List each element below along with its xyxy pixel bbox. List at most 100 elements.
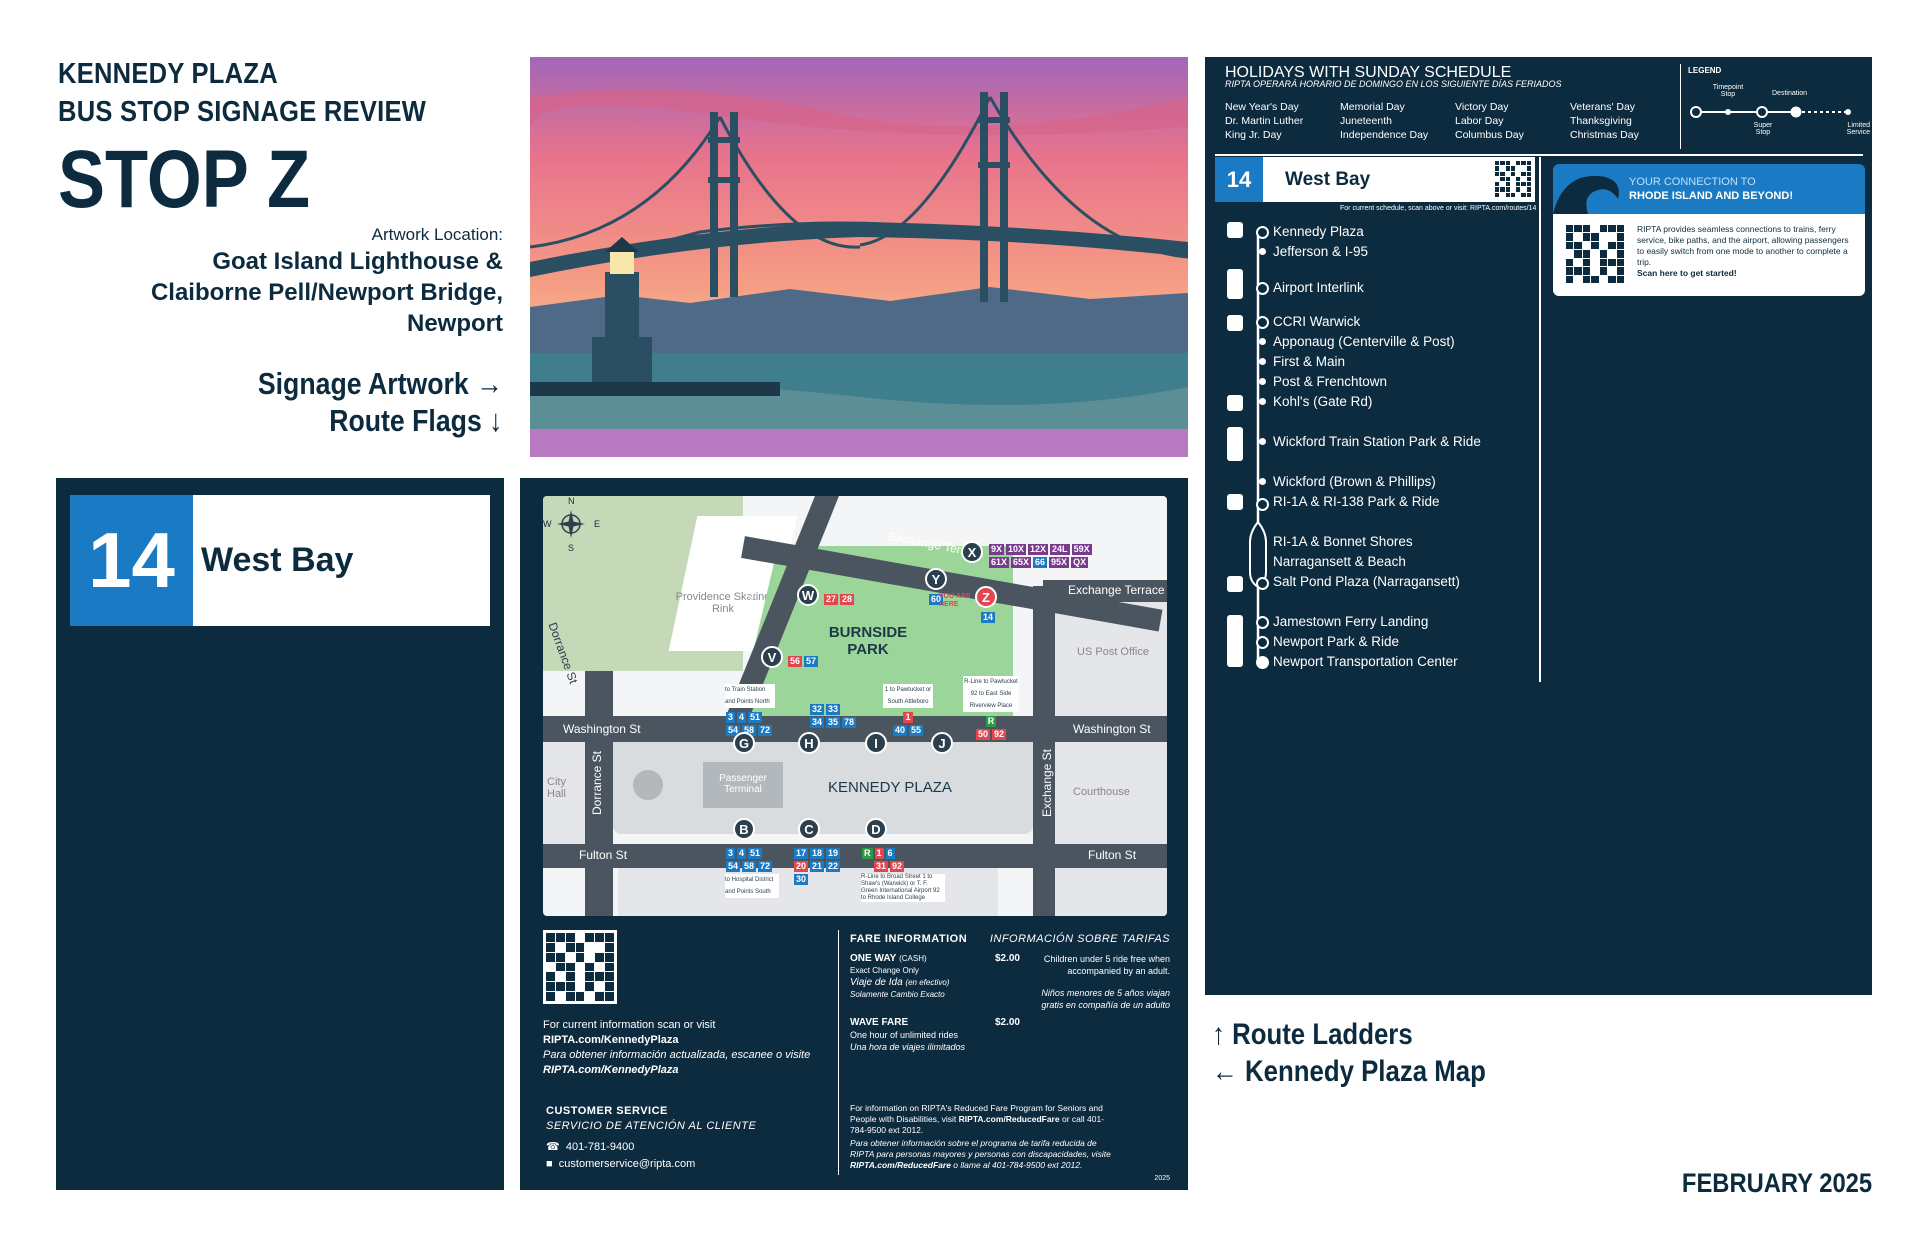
legend-divider [1680, 64, 1681, 149]
connection-card: RIPTA provides seamless connections to t… [1553, 214, 1865, 296]
scan-url-es[interactable]: RIPTA.com/KennedyPlaza [543, 1064, 679, 1076]
schedule-rule [1215, 154, 1863, 156]
stop-w[interactable]: W [797, 584, 819, 606]
wave-desc-es: Una hora de viajes ilimitados [850, 1042, 966, 1052]
station: Kohl's (Gate Rd) [1273, 394, 1373, 409]
stop-h[interactable]: H [798, 732, 820, 754]
email-icon: ■ [546, 1158, 553, 1170]
artwork-label: Artwork Location: [371, 225, 503, 244]
city-hall-block [543, 742, 585, 854]
connection-qr[interactable] [1563, 222, 1627, 286]
holidays-es: RIPTA OPERARÁ HORARIO DE DOMINGO EN LOS … [1225, 79, 1562, 89]
exact-change: Exact Change Only [850, 966, 919, 975]
cs-title-es: SERVICIO DE ATENCIÓN AL CLIENTE [546, 1120, 757, 1132]
terminal-block [703, 762, 783, 808]
scan-text: For current information scan or visit [543, 1019, 716, 1031]
terminal-rotunda [633, 770, 663, 800]
solamente: Solamente Cambio Exacto [850, 990, 945, 999]
stop-c[interactable]: C [798, 818, 820, 840]
ladder-divider [1539, 157, 1541, 682]
street-dorrance-2: Dorrance St [590, 750, 605, 816]
stop-y-route: 60 [929, 594, 944, 605]
bus-icon [1227, 222, 1243, 238]
scan-url[interactable]: RIPTA.com/KennedyPlaza [543, 1034, 679, 1046]
stop-i[interactable]: I [865, 732, 887, 754]
route-ladders-link: ↑ Route Ladders [1212, 1018, 1413, 1051]
viaje: Viaje de Ida [850, 977, 903, 988]
station: First & Main [1273, 354, 1346, 369]
city-hall-label: City Hall [547, 776, 566, 800]
shopping-icon [1227, 395, 1243, 411]
burnside-label: BURNSIDE PARK [828, 624, 908, 658]
reduced-text-es: Para obtener información sobre el progra… [850, 1138, 1111, 1159]
artwork-loc-2: Claiborne Pell/Newport Bridge, [150, 279, 503, 306]
street-fulton: Fulton St [579, 848, 628, 862]
compass-icon: N S E W [543, 496, 600, 553]
stop-v[interactable]: V [761, 646, 783, 668]
station: Newport Park & Ride [1273, 634, 1400, 649]
route-flag-name: West Bay [193, 495, 490, 626]
station: Salt Pond Plaza (Narragansett) [1273, 574, 1460, 589]
cs-email[interactable]: customerservice@ripta.com [558, 1158, 696, 1170]
cs-phone[interactable]: 401-781-9400 [565, 1141, 635, 1153]
viaje-cash: (en efectivo) [905, 978, 950, 987]
street-fulton-2: Fulton St [1088, 848, 1137, 862]
stop-d[interactable]: D [865, 818, 887, 840]
terminal-label: Passenger Terminal [719, 773, 767, 795]
route-qr[interactable] [1494, 160, 1532, 198]
compass-n: N [568, 496, 575, 506]
courthouse-block [1055, 742, 1167, 854]
route-ladder-line [1249, 232, 1267, 662]
stop-z[interactable]: Z [975, 586, 997, 608]
wave-price: $2.00 [994, 1017, 1020, 1028]
reduced-text: For information on RIPTA's Reduced Fare … [850, 1103, 1103, 1124]
legend-super: Super Stop [1753, 122, 1773, 136]
header-line1: KENNEDY PLAZA [58, 58, 278, 90]
connection-scan[interactable]: Scan here to get started! [1637, 268, 1737, 278]
kennedy-plaza-map: Providence Skating Rink BURNSIDE PARK US… [543, 496, 1167, 916]
legend-timepoint: Timepoint Stop [1712, 84, 1744, 98]
one-way-price: $2.00 [994, 953, 1020, 964]
year-mark: 2025 [1154, 1175, 1170, 1182]
stop-x[interactable]: X [961, 541, 983, 563]
station: Airport Interlink [1273, 280, 1364, 295]
courthouse-label: Courthouse [1073, 786, 1130, 798]
kennedy-map-link: ← Kennedy Plaza Map [1212, 1055, 1486, 1088]
wave-desc: One hour of unlimited rides [850, 1030, 959, 1040]
exchange-terrace-road-2 [1043, 580, 1167, 602]
station: Newport Transportation Center [1273, 654, 1458, 669]
reduced-url[interactable]: RIPTA.com/ReducedFare [958, 1114, 1060, 1124]
route-flag-number: 14 [70, 495, 193, 626]
shopping-icon-2 [1227, 576, 1243, 592]
children-note-es: Niños menores de 5 años viajan gratis en… [1041, 988, 1170, 1010]
stop-z-route: 14 [981, 612, 996, 623]
stop-y[interactable]: Y [925, 568, 947, 590]
stop-j[interactable]: J [931, 732, 953, 754]
station: Apponaug (Centerville & Post) [1273, 334, 1455, 349]
post-office-label: US Post Office [1077, 646, 1149, 658]
header-line2: BUS STOP SIGNAGE REVIEW [58, 96, 427, 128]
station: Post & Frenchtown [1273, 374, 1388, 389]
reduced-url-es[interactable]: RIPTA.com/ReducedFare [850, 1160, 951, 1170]
holidays-title: HOLIDAYS WITH SUNDAY SCHEDULE [1225, 64, 1512, 81]
compass-s: S [568, 543, 575, 553]
station: Kennedy Plaza [1273, 224, 1364, 239]
connection-line1: YOUR CONNECTION TO [1629, 176, 1756, 188]
compass-w: W [543, 519, 552, 529]
station: CCRI Warwick [1273, 314, 1361, 329]
exchange-st-road [1033, 586, 1055, 916]
fulton-st-road [543, 844, 1167, 868]
plane-icon [1227, 269, 1243, 299]
legend-destination: Destination [1772, 90, 1808, 97]
kennedy-plaza-qr[interactable] [543, 930, 617, 1004]
stop-b[interactable]: B [733, 818, 755, 840]
legend-diagram [1690, 106, 1851, 118]
stop-g[interactable]: G [733, 732, 755, 754]
stop-j-routes: R-Line to Pawtucket 92 to East Side Rive… [963, 676, 1019, 740]
